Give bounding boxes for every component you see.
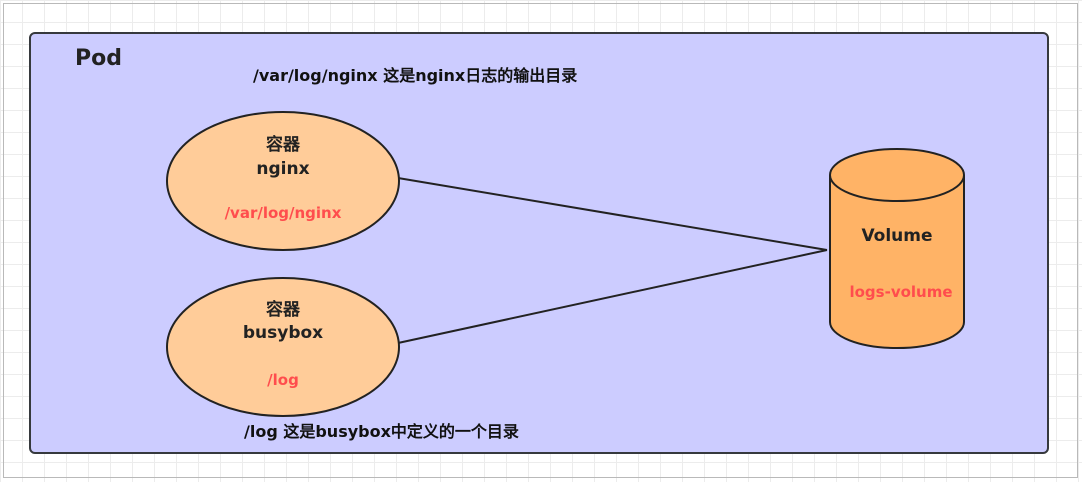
volume-title: Volume bbox=[861, 226, 933, 246]
canvas-frame bbox=[3, 3, 1078, 478]
container-nginx-path: /var/log/nginx bbox=[224, 204, 342, 222]
pod-note-nginx-path: /var/log/nginx 这是nginx日志的输出目录 bbox=[253, 66, 578, 85]
container-busybox-path: /log bbox=[267, 371, 299, 389]
connector-nginx-volume[interactable] bbox=[397, 177, 828, 251]
volume-cylinder[interactable] bbox=[829, 148, 965, 349]
volume-name: logs-volume bbox=[849, 283, 953, 301]
connector-busybox-volume[interactable] bbox=[397, 249, 828, 344]
container-busybox-kind: 容器 bbox=[266, 300, 300, 320]
pod-note-busybox-path: /log 这是busybox中定义的一个目录 bbox=[244, 422, 519, 441]
pod-title: Pod bbox=[75, 46, 122, 71]
container-nginx-shape[interactable] bbox=[166, 111, 400, 251]
container-nginx-kind: 容器 bbox=[266, 135, 300, 155]
container-busybox-shape[interactable] bbox=[166, 277, 400, 417]
container-nginx-name: nginx bbox=[256, 159, 310, 179]
container-busybox-name: busybox bbox=[242, 323, 324, 343]
